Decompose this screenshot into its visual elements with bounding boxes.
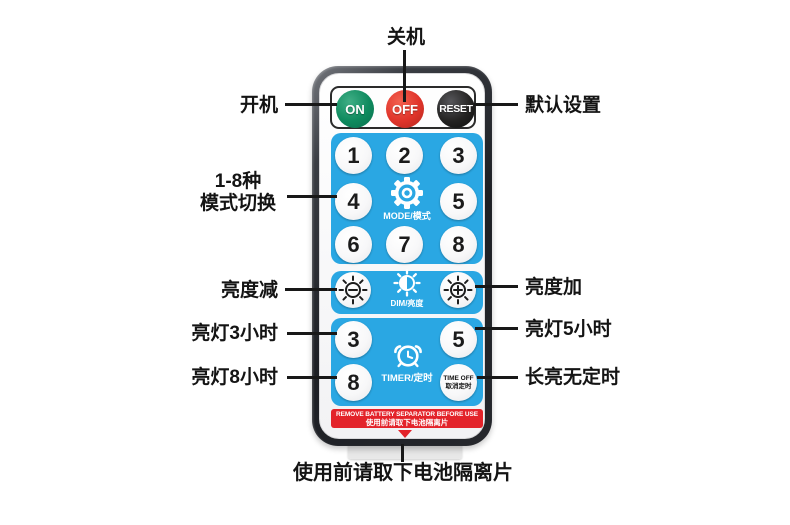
brightness-dim-icon (393, 269, 421, 297)
battery-warning-en: REMOVE BATTERY SEPARATOR BEFORE USE (336, 411, 478, 418)
callout-no-timer-label: 长亮无定时 (525, 367, 621, 388)
callout-timer3-label: 亮灯3小时 (191, 323, 278, 344)
digit-6-button[interactable]: 6 (335, 226, 372, 263)
digit-7-button[interactable]: 7 (386, 226, 423, 263)
callout-power-off-label: 关机 (386, 27, 425, 48)
callout-timer8-line (287, 376, 337, 379)
callout-reset-line (474, 103, 518, 106)
timer-label: TIMER/定时 (381, 373, 433, 384)
callout-mode-switch-label: 1-8种 模式切换 (198, 171, 278, 215)
timer-3h-button[interactable]: 3 (335, 321, 372, 358)
alarm-clock-icon (394, 345, 422, 368)
mode-label: MODE/模式 (383, 211, 431, 221)
callout-timer3-line (287, 332, 337, 335)
callout-power-on-label: 开机 (239, 95, 278, 116)
callout-dim-minus-line (285, 288, 337, 291)
callout-dim-plus-line (475, 285, 518, 288)
brightness-minus-button[interactable] (335, 272, 371, 308)
callout-timer5-label: 亮灯5小时 (525, 319, 612, 340)
battery-warning-strip: REMOVE BATTERY SEPARATOR BEFORE USE 使用前请… (331, 409, 483, 428)
remote-faceplate: ON OFF RESET 1 2 3 4 5 6 7 8 (319, 73, 485, 439)
digit-4-button[interactable]: 4 (335, 183, 372, 220)
on-button[interactable]: ON (336, 90, 374, 128)
timer-5h-button[interactable]: 5 (440, 321, 477, 358)
callout-battery-tab-line (401, 444, 404, 462)
digit-8-button[interactable]: 8 (440, 226, 477, 263)
callout-power-on-line (285, 103, 337, 106)
digit-2-button[interactable]: 2 (386, 137, 423, 174)
digit-5-button[interactable]: 5 (440, 183, 477, 220)
sun-plus-icon (443, 275, 473, 305)
callout-timer5-line (475, 327, 518, 330)
callout-dim-minus-label: 亮度减 (220, 280, 278, 301)
callout-timer8-label: 亮灯8小时 (191, 367, 278, 388)
digit-1-button[interactable]: 1 (335, 137, 372, 174)
callout-reset-label: 默认设置 (525, 95, 602, 116)
dim-label: DIM/亮度 (390, 299, 424, 308)
callout-no-timer-line (477, 376, 518, 379)
digit-3-button[interactable]: 3 (440, 137, 477, 174)
brightness-plus-button[interactable] (440, 272, 476, 308)
remote-control: ON OFF RESET 1 2 3 4 5 6 7 8 (312, 66, 492, 459)
callout-battery-tab-label: 使用前请取下电池隔离片 (293, 462, 513, 484)
reset-button[interactable]: RESET (437, 90, 475, 128)
sun-minus-icon (338, 275, 368, 305)
time-off-button[interactable]: TIME OFF 取消定时 (440, 364, 477, 401)
callout-power-off-line (403, 50, 406, 102)
callout-mode-switch-line1: 1-8种 (214, 171, 262, 192)
callout-mode-switch-line (287, 195, 337, 198)
timer-8h-button[interactable]: 8 (335, 364, 372, 401)
callout-mode-switch-line2: 模式切换 (199, 193, 276, 214)
gear-icon (391, 177, 423, 209)
triangle-down-icon (398, 430, 412, 438)
battery-warning-cn: 使用前请取下电池隔离片 (365, 418, 449, 427)
time-off-label-cn: 取消定时 (445, 382, 472, 390)
callout-dim-plus-label: 亮度加 (525, 277, 583, 298)
time-off-label-en: TIME OFF (443, 374, 474, 382)
